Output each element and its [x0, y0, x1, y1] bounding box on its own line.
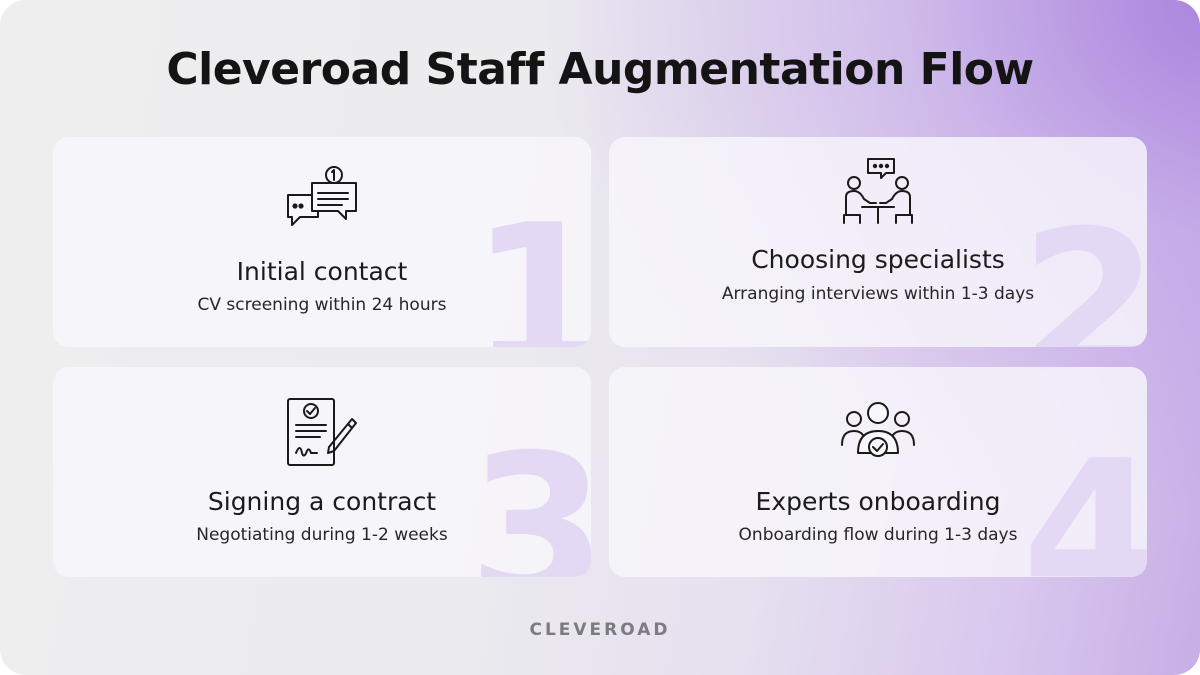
- step-card-experts-onboarding: 4 Experts onboarding Onboarding flow dur…: [609, 367, 1147, 577]
- step-card-initial-contact: 1 Initial contact CV screening within 24…: [53, 137, 591, 347]
- step-number-watermark: 4: [1021, 418, 1147, 578]
- page-title: Cleveroad Staff Augmentation Flow: [166, 44, 1034, 95]
- step-title: Initial contact: [236, 257, 408, 286]
- step-subtitle: Onboarding flow during 1-3 days: [738, 525, 1018, 545]
- chat-bubbles-icon: [287, 166, 357, 226]
- step-number-watermark: 1: [469, 182, 591, 348]
- step-subtitle: CV screening within 24 hours: [197, 295, 447, 315]
- contract-signing-icon: [287, 398, 357, 466]
- step-title: Signing a contract: [207, 487, 437, 516]
- step-card-choosing-specialists: 2 Choosing specialists Arranging intervi…: [609, 137, 1147, 347]
- step-title: Choosing specialists: [751, 245, 1005, 274]
- step-title: Experts onboarding: [755, 487, 1001, 516]
- interview-icon: [843, 158, 913, 224]
- step-subtitle: Arranging interviews within 1-3 days: [721, 284, 1035, 304]
- step-number-watermark: 3: [467, 412, 591, 578]
- brand-logo-text: CLEVEROAD: [529, 620, 671, 640]
- step-subtitle: Negotiating during 1-2 weeks: [196, 525, 448, 545]
- step-number-watermark: 2: [1019, 188, 1147, 348]
- step-card-signing-contract: 3 Signing a contract Negotiating during …: [53, 367, 591, 577]
- team-onboarding-icon: [841, 402, 915, 457]
